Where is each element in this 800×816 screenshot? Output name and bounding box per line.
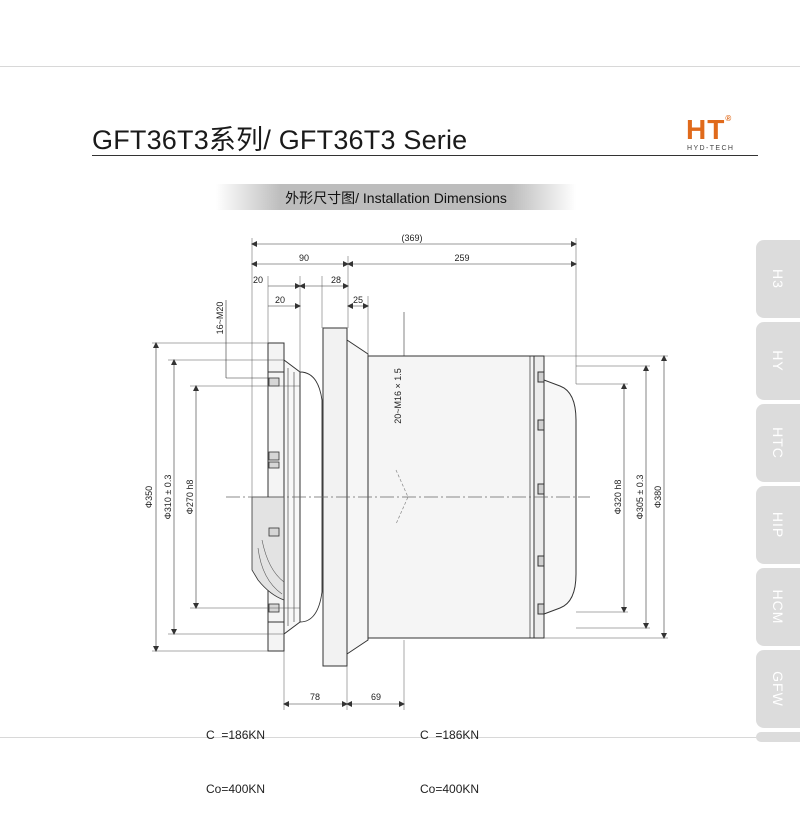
brand-logo: HT® HYD-TECH [686,114,758,154]
dim-20a: 20 [253,275,263,285]
tab-hip[interactable]: HIP [756,486,800,564]
extension-lines [152,238,668,710]
load-left-c: C =186KN [206,728,266,742]
dim-259: 259 [454,253,469,263]
dim-90: 90 [299,253,309,263]
dim-dia305: Φ305 ± 0.3 [635,475,645,520]
load-right-co: Co=400KN [420,782,480,796]
dim-overall: (369) [401,233,422,243]
dim-dia310: Φ310 ± 0.3 [163,475,173,520]
load-left: C =186KN Co=400KN [206,690,265,816]
tab-gfw[interactable]: GFW [756,650,800,728]
load-left-co: Co=400KN [206,782,266,796]
dim-dia350: Φ350 [144,486,154,508]
dim-25: 25 [353,295,363,305]
logo-subtext: HYD-TECH [687,145,735,152]
section-hatch [251,496,285,601]
tab-hy[interactable]: HY [756,322,800,400]
dim-78: 78 [310,692,320,702]
dim-28: 28 [331,275,341,285]
load-right-c: C =186KN [420,728,480,742]
dimension-labels: (369) 90 259 20 28 20 25 16~M20 20~M16 ×… [144,233,663,702]
tab-h3[interactable]: H3 [756,240,800,318]
dim-thread-mid: 20~M16 × 1.5 [393,368,403,424]
thread-leaders [225,300,405,379]
tab-hcm[interactable]: HCM [756,568,800,646]
page-frame [0,66,800,738]
dim-dia380: Φ380 [653,486,663,508]
dim-thread-left: 16~M20 [215,302,225,335]
dim-20b: 20 [275,295,285,305]
dim-dia320: Φ320 h8 [613,480,623,515]
title-rule [92,155,758,156]
tab-more[interactable] [756,732,800,742]
side-tabs: H3 HY HTC HIP HCM GFW [756,240,800,742]
logo-text: HT® [686,114,733,145]
tab-htc[interactable]: HTC [756,404,800,482]
dimension-lines [153,241,667,707]
page-title: GFT36T3系列/ GFT36T3 Serie [92,125,468,155]
section-banner: 外形尺寸图/ Installation Dimensions [216,184,576,210]
dim-69: 69 [371,692,381,702]
load-right: C =186KN Co=400KN [420,690,479,816]
section-title: 外形尺寸图/ Installation Dimensions [285,190,507,206]
dim-dia270: Φ270 h8 [185,480,195,515]
